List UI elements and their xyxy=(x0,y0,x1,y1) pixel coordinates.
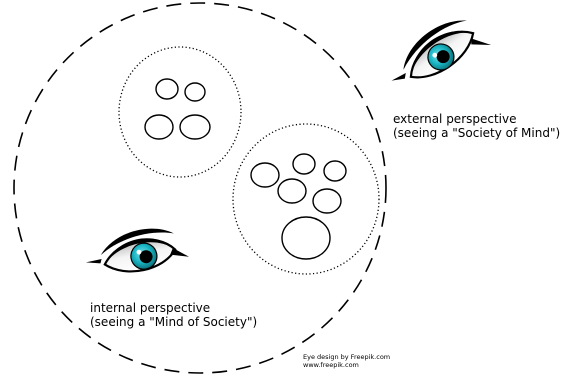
mind-element xyxy=(323,160,347,182)
internal-eye-icon xyxy=(85,228,190,273)
external-eye-icon xyxy=(391,20,492,81)
internal-perspective-subtitle: (seeing a "Mind of Society") xyxy=(90,315,258,329)
internal-perspective-title: internal perspective xyxy=(90,301,211,315)
mind-element xyxy=(277,178,307,204)
external-perspective-title: external perspective xyxy=(393,112,517,126)
internal-perspective-label: internal perspective (seeing a "Mind of … xyxy=(90,301,257,329)
mind-group-1 xyxy=(118,46,242,178)
society-outer-circle xyxy=(13,2,387,374)
credit-line-1: Eye design by Freepik.com xyxy=(303,353,391,361)
mind-element xyxy=(144,114,174,140)
mind-element xyxy=(184,82,206,102)
mind-element xyxy=(281,216,331,260)
credit-line-2: www.freepik.com xyxy=(303,361,359,369)
mind-boundary-1 xyxy=(118,46,242,178)
mind-group-2 xyxy=(232,123,380,275)
mind-element xyxy=(312,188,342,214)
external-perspective-subtitle: (seeing a "Society of Mind") xyxy=(393,126,561,140)
mind-boundary-2 xyxy=(232,123,380,275)
mind-element xyxy=(179,114,211,140)
eye-design-credit: Eye design by Freepik.com www.freepik.co… xyxy=(303,353,390,369)
mind-element xyxy=(292,153,316,175)
mind-element xyxy=(250,162,280,188)
external-perspective-label: external perspective (seeing a "Society … xyxy=(393,112,560,140)
mind-element xyxy=(155,78,179,100)
